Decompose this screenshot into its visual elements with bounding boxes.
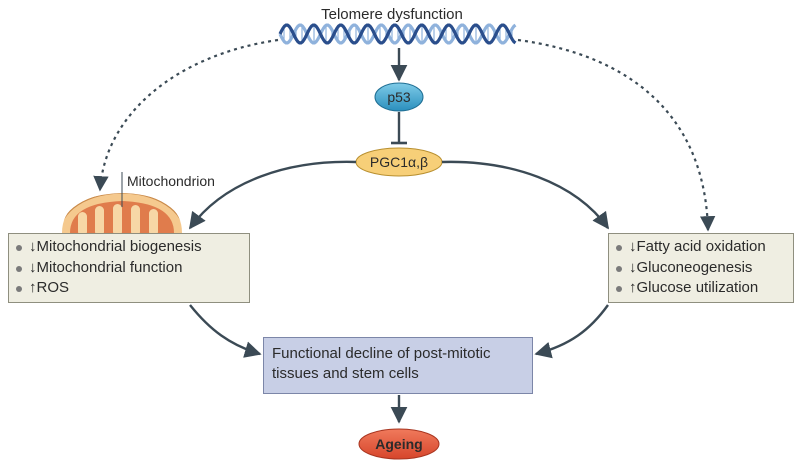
ageing-node — [358, 428, 440, 460]
arrow-right-outcome — [534, 304, 609, 359]
mitochondrion-icon — [62, 193, 182, 233]
effect-item: ↓Mitochondrial biogenesis — [15, 237, 243, 258]
ageing-label: Ageing — [375, 436, 422, 452]
p53-label: p53 — [387, 89, 411, 105]
effect-item: ↑ROS — [15, 278, 243, 299]
dna-helix-icon — [278, 23, 517, 45]
arrow-left-outcome — [189, 304, 262, 358]
arrow-pgc1-left — [189, 160, 357, 230]
dna-strand — [278, 23, 517, 45]
arrow-pgc1-right — [441, 160, 609, 230]
effect-item: ↓Gluconeogenesis — [615, 258, 787, 279]
outcome-box: Functional decline of post-mitotic tissu… — [263, 337, 533, 394]
mitochondrial-effects-box: ↓Mitochondrial biogenesis ↓Mitochondrial… — [8, 233, 250, 303]
effect-item: ↑Glucose utilization — [615, 278, 787, 299]
mitochondrion-label: Mitochondrion — [127, 173, 215, 189]
diagram-title: Telomere dysfunction — [321, 6, 463, 23]
effect-item: ↓Mitochondrial function — [15, 258, 243, 279]
pgc1-label: PGC1α,β — [370, 154, 428, 170]
effect-item: ↓Fatty acid oxidation — [615, 237, 787, 258]
dna-strand — [278, 23, 517, 45]
dotted-arrow-left — [93, 38, 279, 192]
outcome-text: Functional decline of post-mitotic tissu… — [272, 345, 491, 382]
p53-node — [374, 82, 424, 112]
dotted-arrow-right — [517, 38, 716, 232]
metabolic-effects-box: ↓Fatty acid oxidation ↓Gluconeogenesis ↑… — [608, 233, 794, 303]
